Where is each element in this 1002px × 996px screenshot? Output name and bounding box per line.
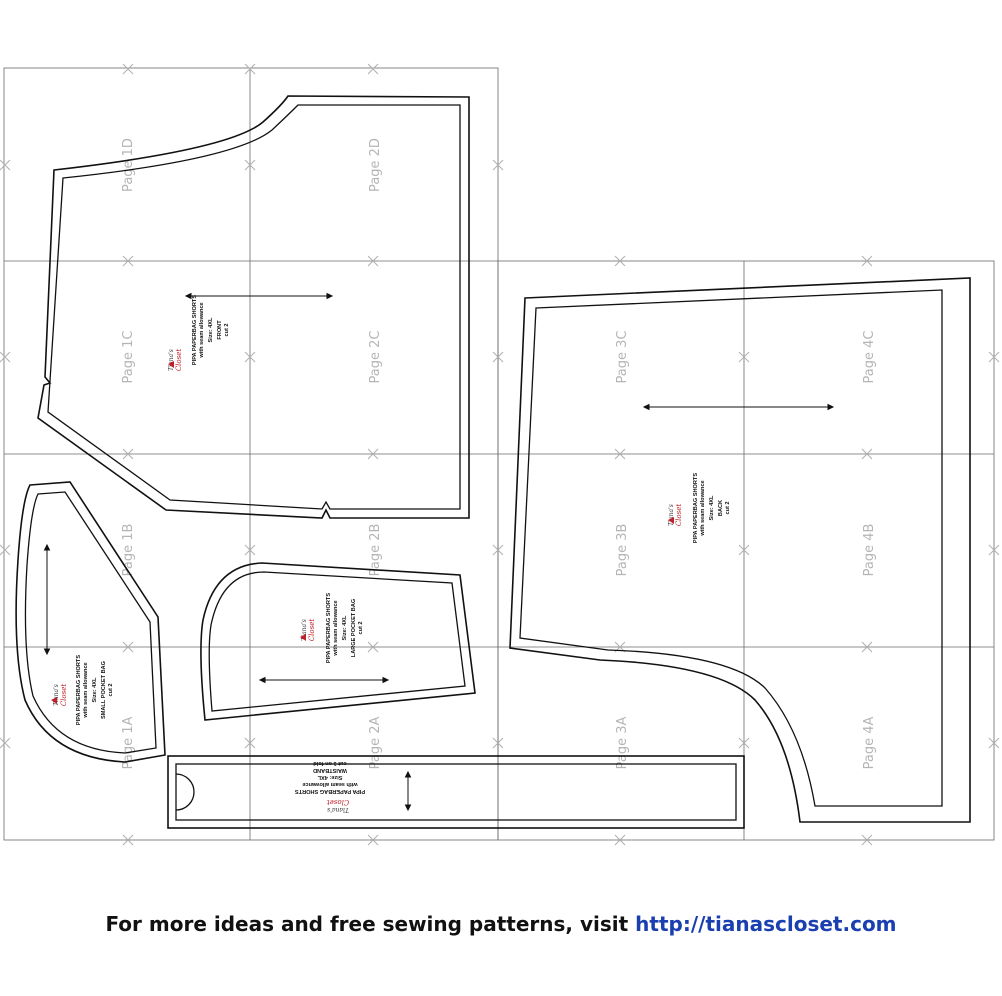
registration-marks bbox=[0, 63, 1000, 846]
small-pocket-title: PIPA PAPERBAG SHORTS bbox=[76, 655, 82, 725]
back-dress-icon bbox=[668, 517, 674, 524]
small-pocket-size: Size: 4XL bbox=[92, 677, 98, 702]
large-pocket-subtitle: with seam allowance bbox=[333, 600, 339, 656]
waistband-cut: cut 1 on fold bbox=[313, 760, 347, 766]
small-pocket-piece-label: PIPA PAPERBAG SHORTS with seam allowance… bbox=[76, 655, 114, 725]
front-pattern-piece bbox=[37, 95, 470, 519]
waistband-piece-label: PIPA PAPERBAG SHORTS with seam allowance… bbox=[295, 760, 365, 794]
front-grainline-arrow bbox=[184, 292, 334, 300]
page-label-3B: Page 3B bbox=[615, 524, 630, 577]
large-pocket-pattern-piece bbox=[200, 562, 476, 721]
back-grainline-arrow bbox=[642, 403, 835, 411]
page-label-4A: Page 4A bbox=[862, 717, 877, 770]
back-cut: cut 2 bbox=[725, 501, 731, 514]
page-label-2D: Page 2D bbox=[368, 138, 383, 192]
brand-line1: Tiana's bbox=[327, 806, 349, 813]
page-label-2A: Page 2A bbox=[368, 717, 383, 770]
brand-line1: Tiana's bbox=[301, 619, 308, 641]
waistband-name: WAISTBAND bbox=[313, 767, 347, 773]
page-label-3A: Page 3A bbox=[615, 717, 630, 770]
page-label-1C: Page 1C bbox=[121, 331, 136, 384]
page-label-1B: Page 1B bbox=[121, 524, 136, 577]
small-pocket-name: SMALL POCKET BAG bbox=[101, 661, 107, 719]
footer-link[interactable]: http://tianascloset.com bbox=[635, 912, 897, 936]
brand-line2: Closet bbox=[327, 798, 350, 806]
front-cut: cut 2 bbox=[224, 323, 230, 336]
page-grid bbox=[3, 67, 995, 841]
large-pocket-grainline-arrow bbox=[258, 676, 390, 684]
footer-text: For more ideas and free sewing patterns,… bbox=[105, 912, 636, 936]
small-pocket-subtitle: with seam allowance bbox=[83, 662, 89, 718]
brand-line2: Closet bbox=[675, 504, 683, 527]
waistband-grainline-arrow bbox=[404, 770, 412, 812]
back-piece-label: PIPA PAPERBAG SHORTS with seam allowance… bbox=[693, 473, 731, 543]
large-pocket-size: Size: 4XL bbox=[342, 615, 348, 640]
small-pocket-cut: cut 2 bbox=[108, 683, 114, 696]
large-pocket-piece-label: PIPA PAPERBAG SHORTS with seam allowance… bbox=[326, 593, 364, 663]
large-pocket-dress-icon bbox=[300, 634, 306, 641]
waistband-size: Size: 4XL bbox=[317, 774, 342, 780]
brand-line2: Closet bbox=[308, 619, 316, 642]
brand-line2: Closet bbox=[175, 349, 183, 372]
page-label-4B: Page 4B bbox=[862, 524, 877, 577]
front-size: Size: 4XL bbox=[208, 317, 214, 342]
small-pocket-brand-logo: Tiana's Closet bbox=[53, 684, 68, 707]
large-pocket-name: LARGE POCKET BAG bbox=[351, 599, 357, 657]
brand-line1: Tiana's bbox=[168, 349, 175, 371]
back-subtitle: with seam allowance bbox=[700, 480, 706, 536]
brand-line1: Tiana's bbox=[668, 504, 675, 526]
small-pocket-dress-icon bbox=[51, 697, 57, 704]
back-title: PIPA PAPERBAG SHORTS bbox=[693, 473, 699, 543]
footer-promo: For more ideas and free sewing patterns,… bbox=[0, 912, 1002, 936]
front-title: PIPA PAPERBAG SHORTS bbox=[192, 295, 198, 365]
back-brand-logo: Tiana's Closet bbox=[668, 504, 683, 527]
page-label-3C: Page 3C bbox=[615, 331, 630, 384]
brand-line2: Closet bbox=[60, 684, 68, 707]
large-pocket-brand-logo: Tiana's Closet bbox=[301, 619, 316, 642]
front-dress-icon bbox=[168, 361, 174, 368]
waistband-subtitle: with seam allowance bbox=[302, 781, 358, 787]
back-pattern-piece bbox=[509, 277, 971, 823]
front-subtitle: with seam allowance bbox=[199, 302, 205, 358]
waistband-pattern-piece bbox=[167, 755, 745, 829]
small-pocket-pattern-piece bbox=[15, 481, 166, 763]
waistband-brand-logo: Tiana's Closet bbox=[327, 798, 350, 813]
small-pocket-grainline-arrow bbox=[43, 543, 51, 656]
page-label-4C: Page 4C bbox=[862, 331, 877, 384]
large-pocket-cut: cut 2 bbox=[358, 621, 364, 634]
page-label-1D: Page 1D bbox=[121, 138, 136, 192]
back-name: BACK bbox=[718, 500, 724, 516]
page-label-1A: Page 1A bbox=[121, 717, 136, 770]
front-piece-label: PIPA PAPERBAG SHORTS with seam allowance… bbox=[192, 295, 230, 365]
brand-line1: Tiana's bbox=[53, 684, 60, 706]
large-pocket-title: PIPA PAPERBAG SHORTS bbox=[326, 593, 332, 663]
front-name: FRONT bbox=[217, 320, 223, 340]
back-size: Size: 4XL bbox=[709, 495, 715, 520]
page-labels: Page 1D Page 2D Page 1C Page 2C Page 3C … bbox=[121, 138, 877, 769]
page-label-2C: Page 2C bbox=[368, 331, 383, 384]
waistband-title: PIPA PAPERBAG SHORTS bbox=[295, 788, 365, 794]
page-label-2B: Page 2B bbox=[368, 524, 383, 577]
front-brand-logo: Tiana's Closet bbox=[168, 349, 183, 372]
